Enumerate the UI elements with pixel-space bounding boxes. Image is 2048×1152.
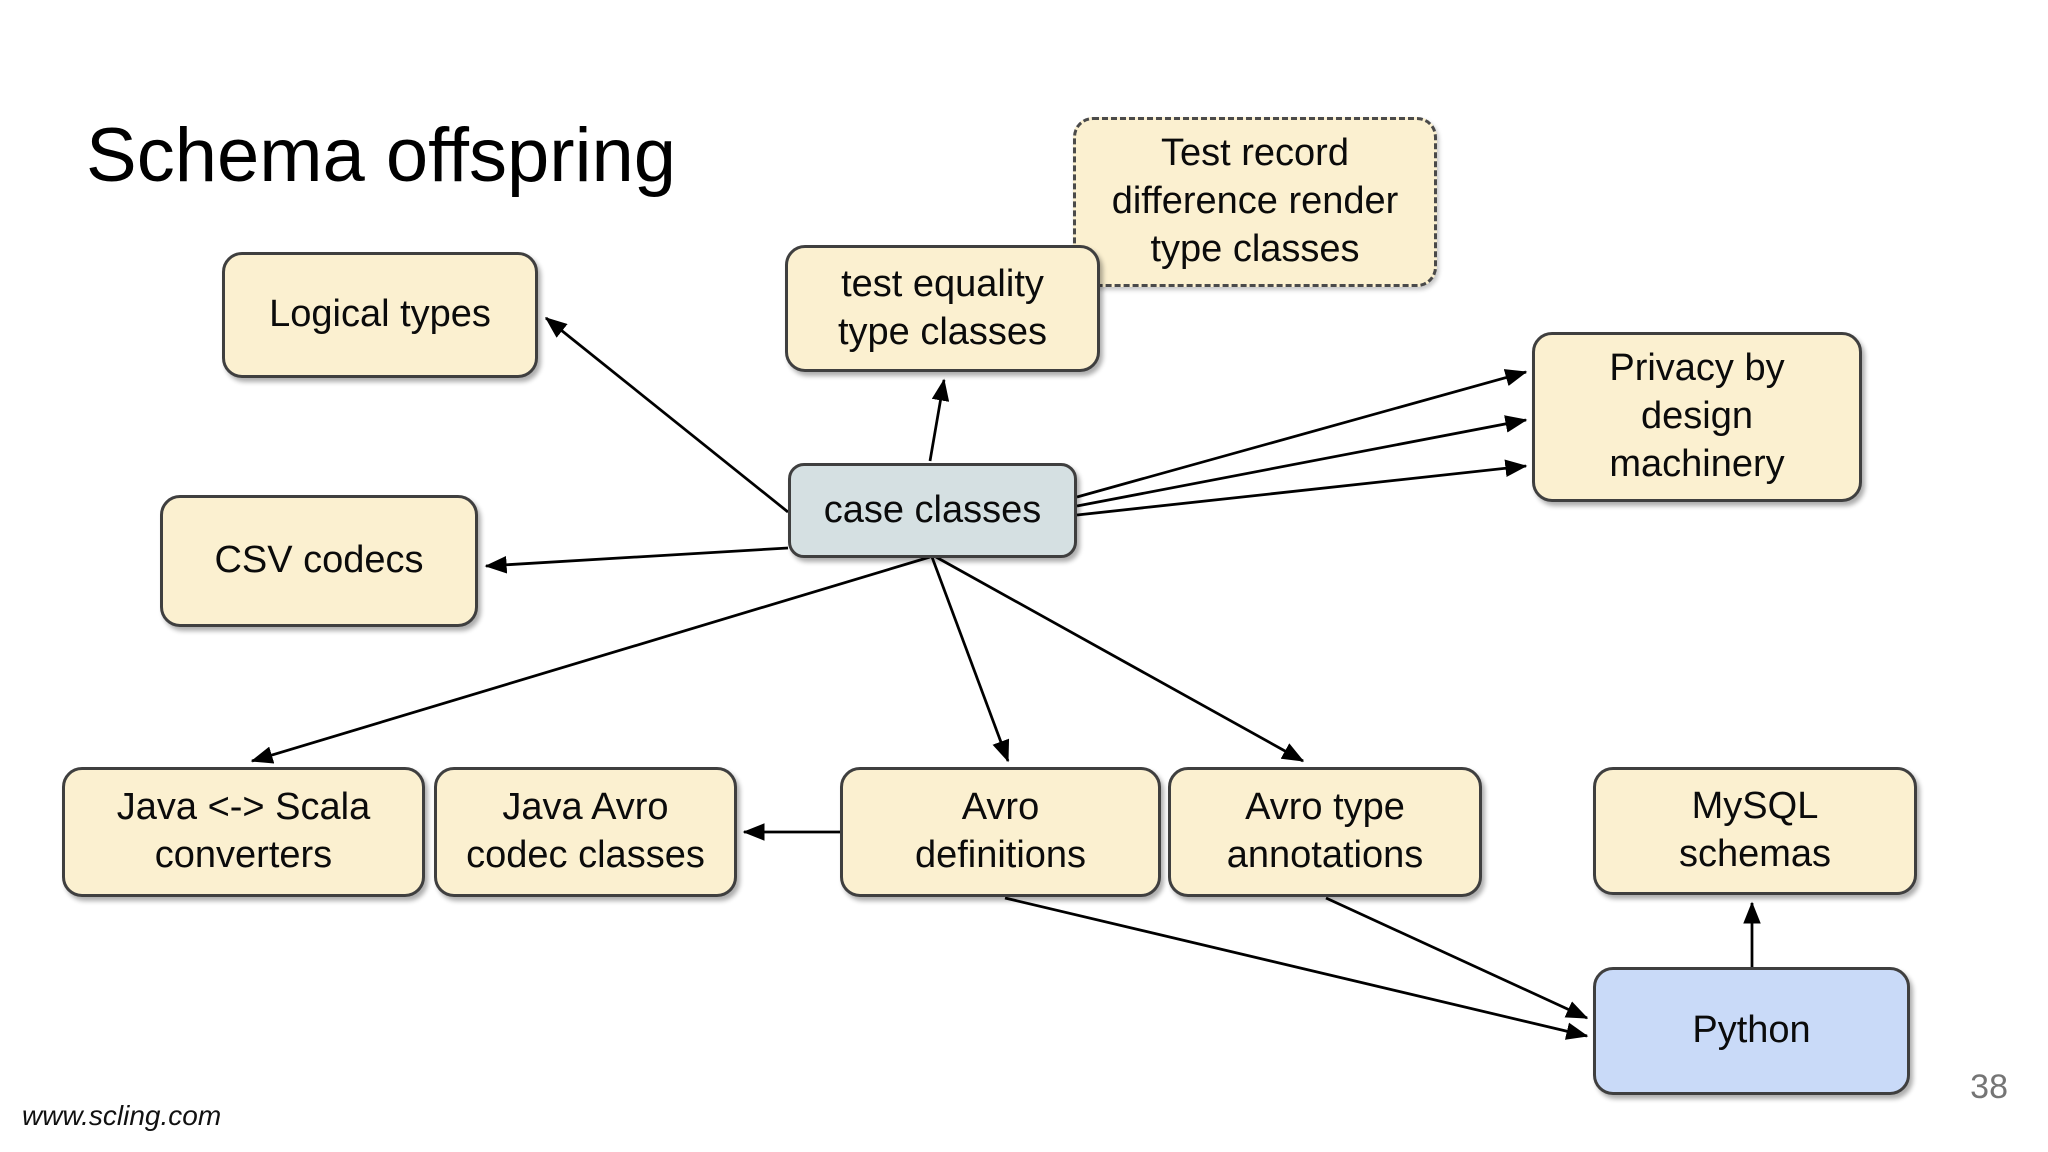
node-logical-types: Logical types: [222, 252, 538, 378]
edge-case-classes-to-avro-definitions: [930, 556, 1010, 763]
node-test-record-difference-render: Test record difference render type class…: [1073, 117, 1437, 287]
edge-case-classes-to-csv-codecs: [484, 546, 789, 574]
node-java-scala-converters: Java <-> Scala converters: [62, 767, 425, 897]
node-privacy-by-design-machinery: Privacy by design machinery: [1532, 332, 1862, 502]
edge-avro-definitions-to-python: [1004, 896, 1589, 1040]
edge-case-classes-to-privacy-2: [1076, 415, 1528, 508]
node-mysql-schemas: MySQL schemas: [1593, 767, 1917, 895]
slide-title: Schema offspring: [86, 113, 677, 198]
node-case-classes: case classes: [788, 463, 1077, 558]
node-java-avro-codec-classes: Java Avro codec classes: [434, 767, 737, 897]
footer-url: www.scling.com: [22, 1100, 222, 1131]
node-csv-codecs: CSV codecs: [160, 495, 478, 627]
node-test-equality-type-classes: test equality type classes: [785, 245, 1100, 372]
edge-case-classes-to-privacy-1: [1076, 369, 1528, 499]
node-python: Python: [1593, 967, 1910, 1095]
node-avro-type-annotations: Avro type annotations: [1168, 767, 1482, 897]
edge-case-classes-to-privacy-3: [1076, 459, 1528, 517]
edge-avro-type-annotations-to-python: [1325, 896, 1589, 1020]
edge-case-classes-to-avro-type-annotations: [935, 555, 1305, 763]
edge-case-classes-to-logical-types: [544, 316, 789, 514]
page-number: 38: [1970, 1068, 2008, 1106]
node-avro-definitions: Avro definitions: [840, 767, 1161, 897]
edge-case-classes-to-test-equality: [928, 378, 950, 462]
edge-case-classes-to-java-scala-converters: [250, 555, 931, 764]
